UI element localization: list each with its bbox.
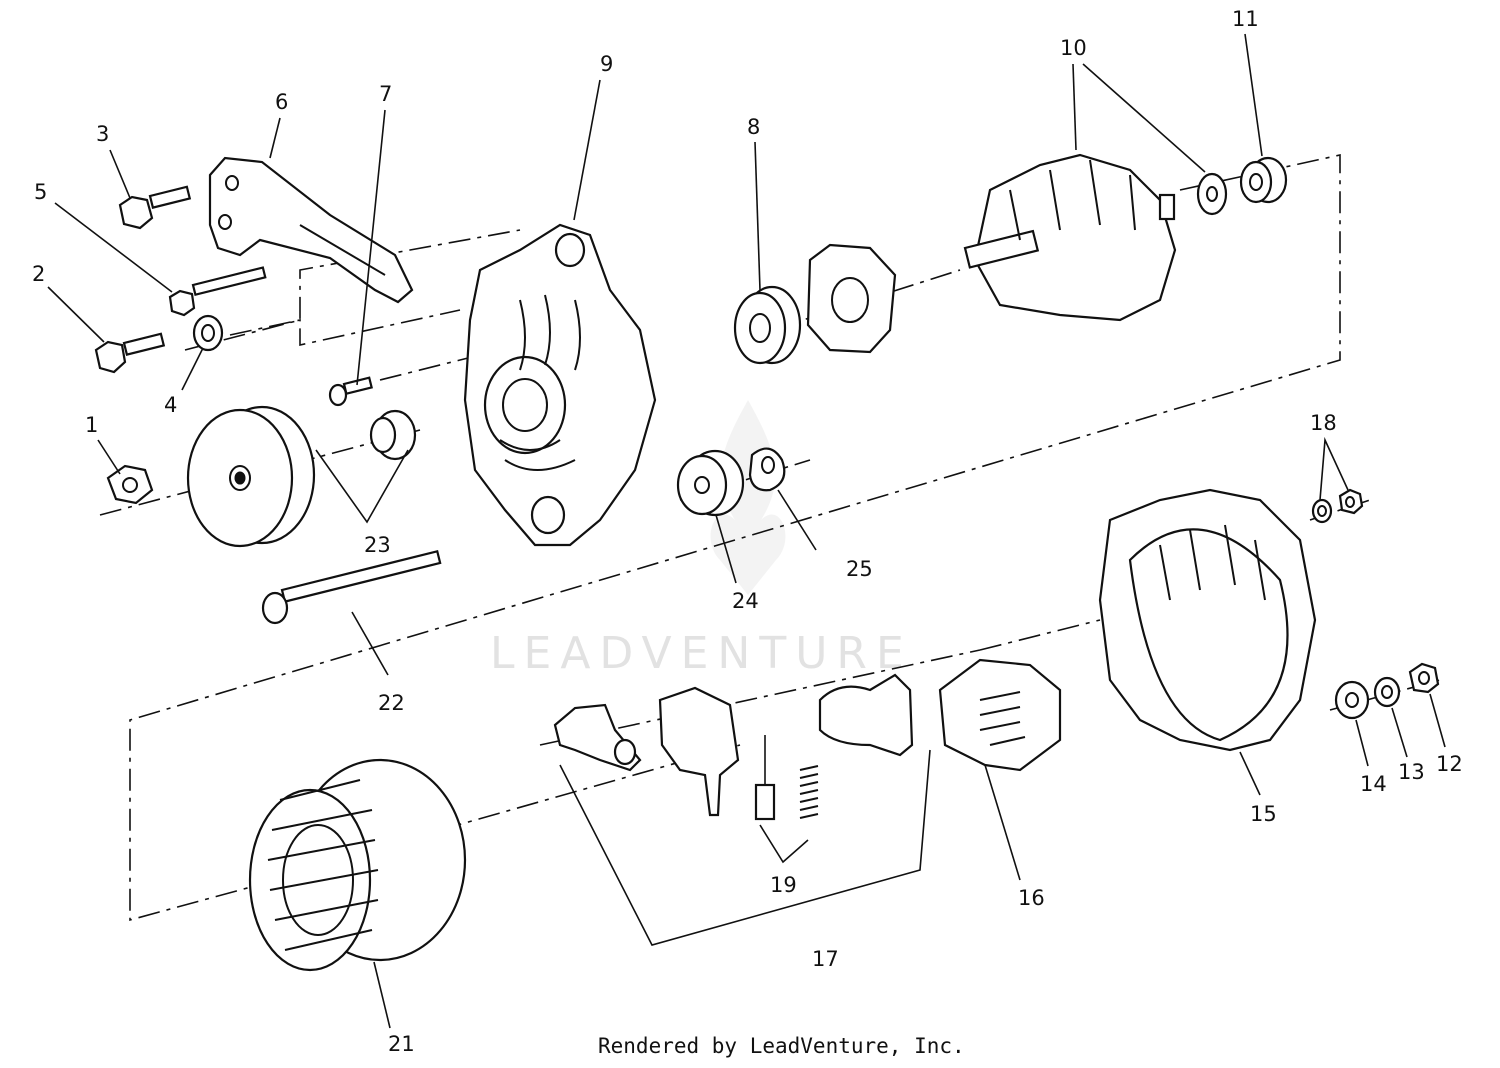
part-8-bearing	[733, 285, 802, 365]
callout-10: 10	[1060, 36, 1087, 60]
part-13-lock-washer	[1373, 676, 1401, 708]
leader-lines	[47, 33, 1446, 1029]
part-23-spacer	[369, 409, 417, 461]
callout-6: 6	[275, 90, 288, 114]
part-11-bearing	[1239, 156, 1288, 204]
callout-15: 15	[1250, 802, 1277, 826]
callout-21: 21	[388, 1032, 415, 1056]
callout-25: 25	[846, 557, 873, 581]
part-24-spacer	[676, 449, 745, 517]
part-15-rear-housing	[1098, 488, 1317, 752]
credit-text: Rendered by LeadVenture, Inc.	[598, 1034, 965, 1058]
callout-labels: 1 2 3 4 5 6 7 8 9 10 11 12 13 14 15 16 1…	[32, 7, 1463, 1056]
callout-12: 12	[1436, 752, 1463, 776]
callout-19: 19	[770, 873, 797, 897]
part-12-nut	[1408, 662, 1440, 694]
callout-22: 22	[378, 691, 405, 715]
callout-17: 17	[812, 947, 839, 971]
callout-3: 3	[96, 122, 109, 146]
callout-16: 16	[1018, 886, 1045, 910]
callout-5: 5	[34, 180, 47, 204]
part-23-pulley	[186, 405, 316, 548]
part-16-rectifier	[938, 658, 1062, 772]
part-2-bolt	[94, 332, 166, 374]
part-9-front-housing	[463, 223, 657, 547]
part-6-bracket	[208, 156, 414, 304]
part-3-bolt	[118, 185, 192, 230]
part-18-nuts	[1311, 488, 1364, 524]
callout-18: 18	[1310, 411, 1337, 435]
callout-23: 23	[364, 533, 391, 557]
part-7-screw	[328, 376, 373, 407]
part-retainer-plate	[806, 243, 897, 354]
callout-4: 4	[164, 393, 177, 417]
part-22-through-bolt	[261, 549, 442, 625]
callout-2: 2	[32, 262, 45, 286]
callout-9: 9	[600, 52, 613, 76]
part-19-brush-spring	[754, 735, 819, 821]
callout-24: 24	[732, 589, 759, 613]
part-21-stator	[248, 758, 467, 972]
callout-1: 1	[85, 413, 98, 437]
part-17-brush-holder	[553, 673, 914, 817]
part-25-seal	[748, 447, 786, 492]
callout-8: 8	[747, 115, 760, 139]
part-10-washer	[1196, 172, 1228, 216]
callout-14: 14	[1360, 772, 1387, 796]
part-14-washer	[1334, 680, 1370, 720]
part-4-washer	[192, 314, 224, 352]
callout-7: 7	[379, 82, 392, 106]
callout-11: 11	[1232, 7, 1259, 31]
part-5-bolt	[168, 266, 267, 317]
watermark: LEADVENTURE	[490, 628, 913, 679]
part-1-nut	[106, 464, 154, 505]
callout-13: 13	[1398, 760, 1425, 784]
part-10-rotor	[963, 153, 1177, 322]
